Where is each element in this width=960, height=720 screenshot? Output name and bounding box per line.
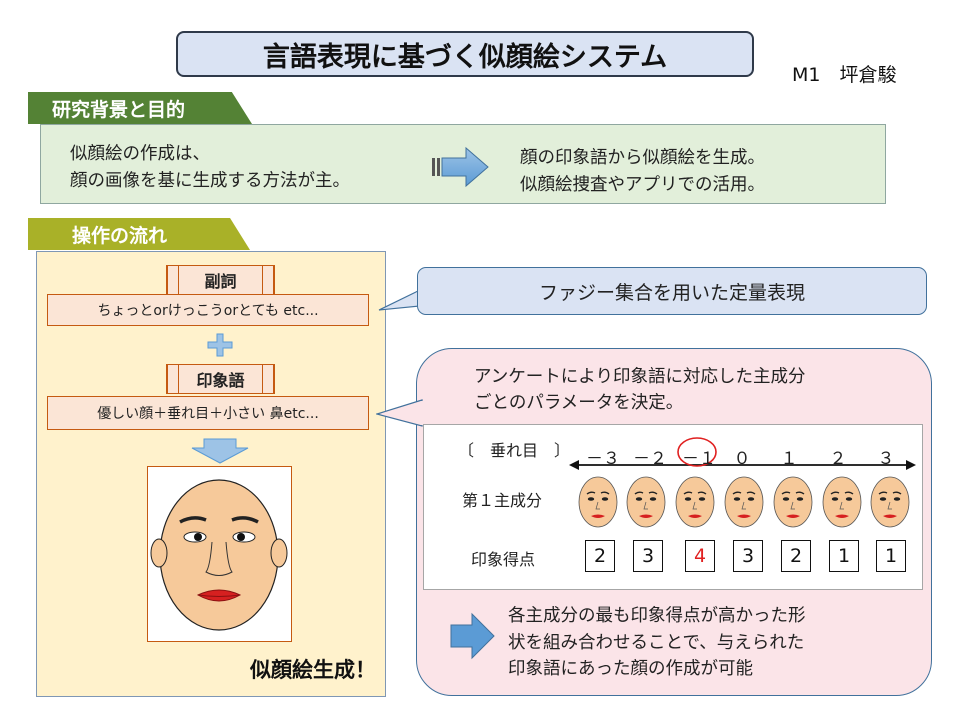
flow-section-tab: 操作の流れ — [28, 218, 250, 250]
impression-score-cell-highlight: 4 — [685, 540, 715, 572]
pca-intro-line: ごとのパラメータを決定。 — [474, 393, 684, 413]
background-current-method: 似顔絵の作成は、 顔の画像を基に生成する方法が主。 — [70, 141, 350, 195]
plus-icon — [207, 333, 233, 357]
generated-face-frame — [147, 466, 292, 642]
axis-value: －１ — [682, 449, 716, 469]
background-right-line: 似顔絵捜査やアプリでの活用。 — [520, 175, 765, 195]
background-left-line: 顔の画像を基に生成する方法が主。 — [70, 171, 350, 191]
axis-value: －２ — [633, 449, 667, 469]
impression-input: 優しい顔＋垂れ目＋小さい 鼻etc... — [47, 396, 369, 430]
adverb-header: 副詞 — [166, 265, 275, 295]
background-section-tab: 研究背景と目的 — [28, 92, 252, 124]
background-right-line: 顔の印象語から似顔絵を生成。 — [520, 148, 765, 168]
pca-result-text: 各主成分の最も印象得点が高かった形 状を組み合わせることで、与えられた 印象語に… — [508, 603, 806, 683]
page-title: 言語表現に基づく似顔絵システム — [176, 31, 754, 77]
pca-result-line: 状を組み合わせることで、与えられた — [508, 632, 805, 653]
impression-score-cell: 1 — [876, 540, 906, 572]
impression-score-cell: 2 — [781, 540, 811, 572]
background-purpose: 顔の印象語から似顔絵を生成。 似顔絵捜査やアプリでの活用。 — [520, 145, 765, 199]
impression-score-cell: 1 — [829, 540, 859, 572]
impression-score-cell: 3 — [633, 540, 663, 572]
axis-value: ３ — [877, 449, 895, 469]
pc1-face-row — [576, 470, 916, 536]
fuzzy-set-callout: ファジー集合を用いた定量表現 — [417, 267, 927, 315]
axis-value: ２ — [829, 449, 847, 469]
highlight-circle — [677, 437, 717, 467]
axis-value: －３ — [586, 449, 620, 469]
pca-callout-pointer — [376, 399, 424, 427]
background-left-line: 似顔絵の作成は、 — [70, 144, 210, 164]
impression-score-cell: 2 — [585, 540, 615, 572]
pca-intro: アンケートにより印象語に対応した主成分 ごとのパラメータを決定。 — [474, 364, 805, 416]
generate-result-label: 似顔絵生成！ — [250, 658, 376, 682]
result-arrow-icon — [450, 612, 495, 660]
impression-score-cell: 3 — [733, 540, 763, 572]
pca-intro-line: アンケートにより印象語に対応した主成分 — [474, 367, 806, 387]
droopy-eyes-label: 〔 垂れ目 〕 — [458, 441, 571, 460]
pca-result-line: 印象語にあった顔の作成が可能 — [508, 659, 753, 679]
axis-value: １ — [780, 449, 798, 469]
impression-score-label: 印象得点 — [471, 550, 536, 569]
callout-pointer — [378, 290, 422, 311]
axis-arrow — [569, 460, 916, 470]
pc1-face-icons — [578, 476, 910, 528]
axis-value: ０ — [733, 449, 751, 469]
down-arrow-icon — [191, 438, 249, 464]
right-arrow-icon — [432, 146, 489, 188]
impression-header: 印象語 — [166, 364, 275, 394]
adverb-input: ちょっとorけっこうorとても etc... — [47, 294, 369, 326]
pc1-label: 第１主成分 — [462, 491, 543, 510]
generated-face-image — [150, 479, 288, 631]
author-label: M1 坪倉駿 — [792, 64, 897, 86]
pca-result-line: 各主成分の最も印象得点が高かった形 — [508, 606, 806, 626]
